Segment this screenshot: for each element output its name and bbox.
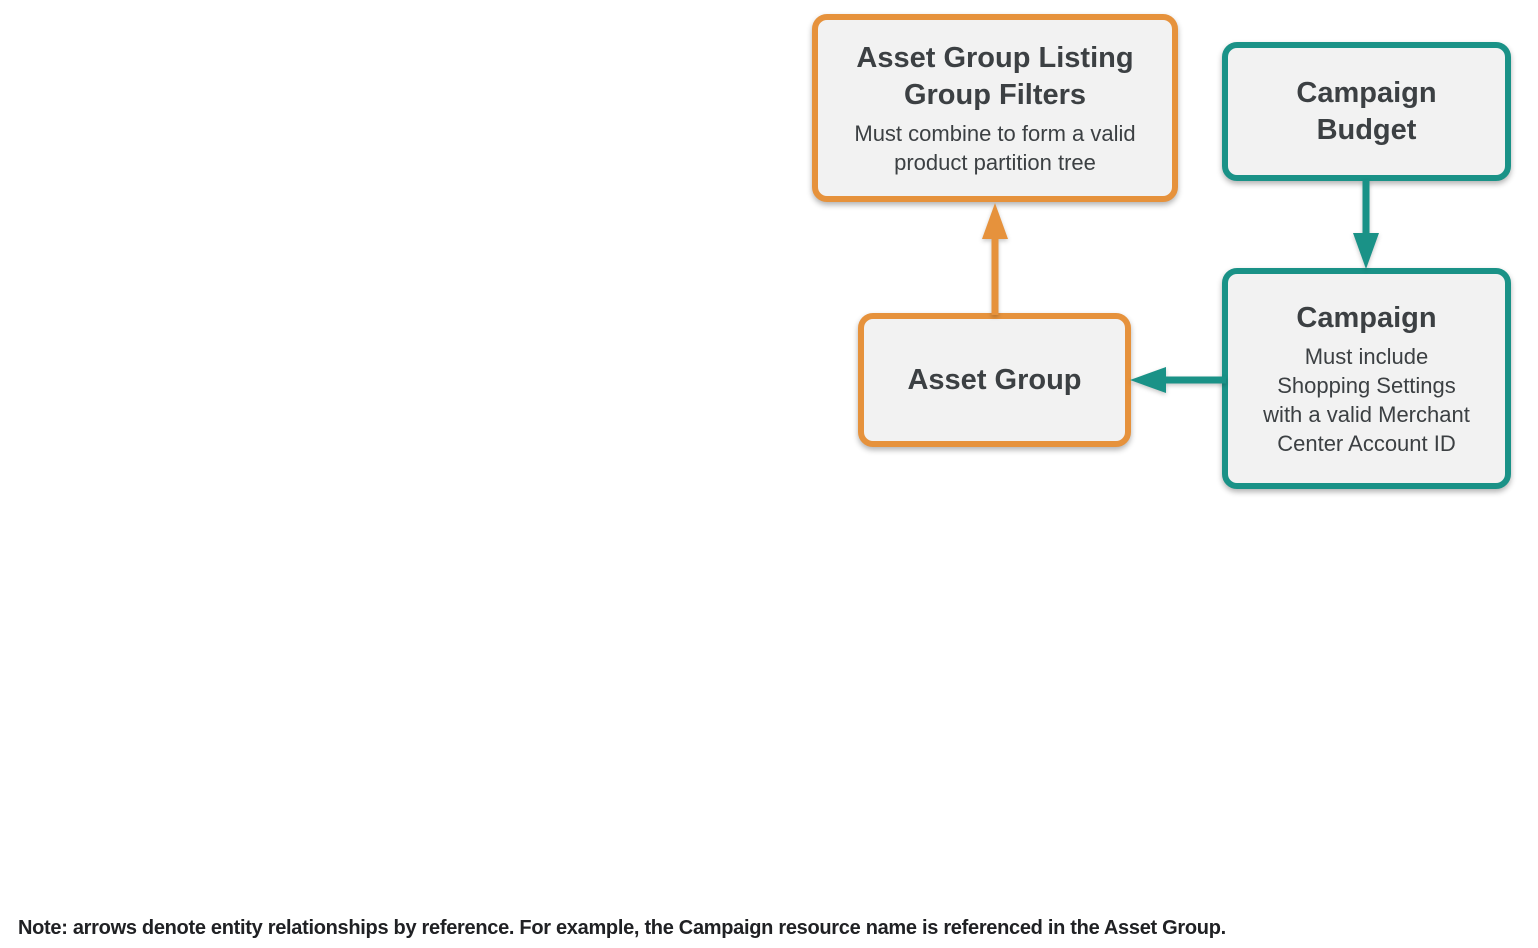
node-title: Asset Group Listing Group Filters bbox=[856, 41, 1134, 111]
arrow-campaign-to-asset-group bbox=[1130, 367, 1226, 393]
node-campaign: Campaign Must include Shopping Settings … bbox=[1222, 268, 1511, 489]
note-text: Note: arrows denote entity relationships… bbox=[18, 917, 1226, 939]
node-campaign-budget: Campaign Budget bbox=[1222, 42, 1511, 181]
node-subtitle: Must combine to form a valid product par… bbox=[854, 120, 1136, 175]
arrow-asset-group-to-listing-group-filters bbox=[982, 203, 1008, 315]
node-title: Campaign Budget bbox=[1296, 76, 1437, 146]
node-title: Asset Group bbox=[907, 363, 1082, 396]
node-asset-group: Asset Group bbox=[858, 313, 1131, 447]
node-title: Campaign bbox=[1296, 301, 1437, 334]
node-subtitle: Must include Shopping Settings with a va… bbox=[1263, 343, 1470, 456]
arrow-campaign-budget-to-campaign bbox=[1353, 180, 1379, 269]
node-asset-group-listing-group-filters: Asset Group Listing Group Filters Must c… bbox=[812, 14, 1178, 202]
